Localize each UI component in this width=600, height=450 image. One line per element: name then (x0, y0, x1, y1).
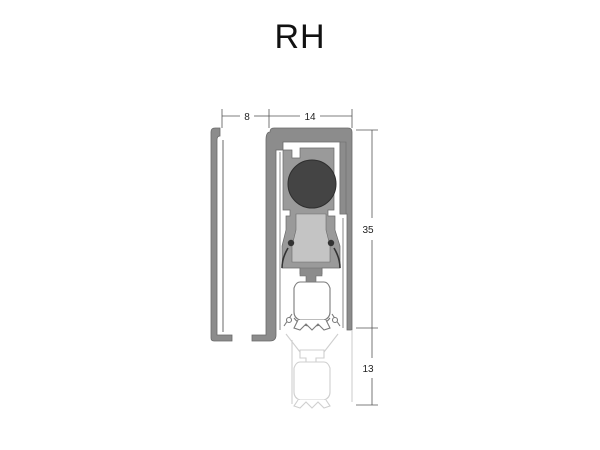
spring-arm-left (281, 247, 289, 269)
seal-strip-retracted (283, 281, 341, 331)
rivet-right (327, 239, 335, 247)
dim-label-width-right: 14 (304, 112, 316, 123)
left-flange (210, 127, 233, 342)
dimension-lines (221, 109, 378, 406)
carrier-cavity (291, 213, 331, 263)
lower-clip (299, 267, 323, 283)
dim-label-width-left: 8 (244, 112, 250, 123)
seal-bead-right (331, 316, 339, 324)
housing-right-wall (339, 141, 347, 215)
extended-strip-body (293, 361, 331, 401)
seal-strip-extended (285, 330, 353, 409)
rivet-left (287, 239, 295, 247)
spring-arm-right (333, 247, 341, 269)
left-mounting-profile (210, 127, 233, 342)
dim-label-height-lower: 13 (362, 364, 374, 375)
extended-arms (285, 333, 339, 353)
extended-strip-fins (293, 399, 331, 409)
seal-strip-body (293, 281, 331, 321)
dim-label-height-upper: 35 (362, 225, 374, 236)
rubber-seal-cord (287, 159, 337, 209)
seal-strip-fins (293, 319, 331, 331)
seal-bead-left (285, 316, 293, 324)
extended-clip (299, 349, 325, 363)
diagram-title: RH (274, 18, 326, 56)
